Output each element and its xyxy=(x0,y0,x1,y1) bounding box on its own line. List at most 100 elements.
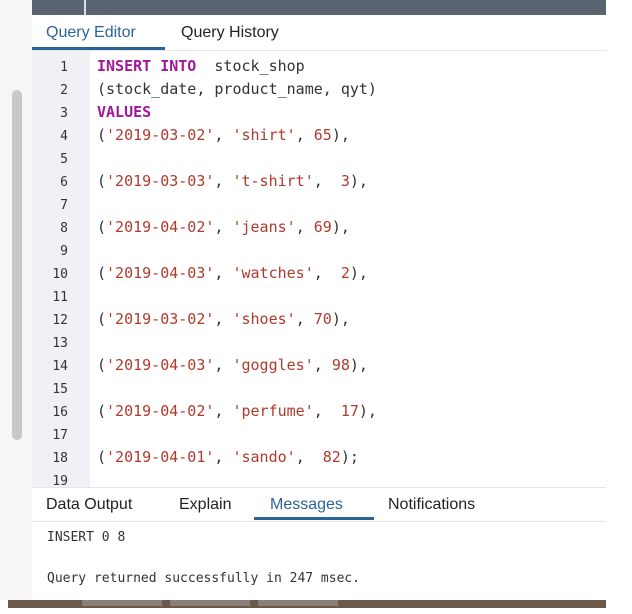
tab-messages[interactable]: Messages xyxy=(270,496,343,513)
sql-literal: 'jeans' xyxy=(232,218,296,236)
sql-text: ), xyxy=(331,218,350,236)
sql-text: , xyxy=(214,310,233,328)
tab-query-history[interactable]: Query History xyxy=(181,24,279,41)
sql-text: ( xyxy=(97,402,107,420)
line-number: 3 xyxy=(60,106,68,121)
sql-text: ), xyxy=(349,264,368,282)
line-number: 1 xyxy=(60,60,68,75)
line-number: 9 xyxy=(60,244,68,259)
sql-literal: '2019-04-03' xyxy=(106,264,215,282)
line-number: 12 xyxy=(52,313,68,328)
code-line: ('2019-03-02', 'shirt', 65), xyxy=(97,126,350,144)
sql-text: ( xyxy=(97,172,107,190)
sql-text: stock_shop xyxy=(196,57,305,75)
line-number: 7 xyxy=(60,198,68,213)
sql-text: , xyxy=(214,264,233,282)
line-number: 4 xyxy=(60,129,68,144)
sql-literal: '2019-03-03' xyxy=(106,172,215,190)
sql-literal: 'sando' xyxy=(232,448,296,466)
sql-literal: '2019-04-02' xyxy=(106,402,215,420)
sql-text: , xyxy=(214,356,233,374)
active-tab-indicator xyxy=(254,517,374,520)
sql-text: , xyxy=(214,402,233,420)
sql-text: ( xyxy=(97,218,107,236)
code-line: ('2019-04-03', 'goggles', 98), xyxy=(97,356,368,374)
line-number: 2 xyxy=(60,83,68,98)
sql-text: ( xyxy=(97,310,107,328)
sql-text: , xyxy=(295,218,314,236)
sql-literal: 69 xyxy=(313,218,332,236)
tab-query-editor[interactable]: Query Editor xyxy=(46,24,136,41)
sql-text: , xyxy=(214,172,233,190)
sql-text: , xyxy=(313,172,341,190)
tab-data-output[interactable]: Data Output xyxy=(46,496,133,513)
sql-literal: 'watches' xyxy=(232,264,314,282)
sql-text: ); xyxy=(340,448,359,466)
sql-text: (stock_date, product_name, qyt) xyxy=(97,80,377,98)
taskbar xyxy=(8,600,606,608)
code-line: INSERT INTO stock_shop xyxy=(97,57,305,75)
sql-literal: 't-shirt' xyxy=(232,172,314,190)
line-number: 17 xyxy=(52,428,68,443)
code-line: VALUES xyxy=(97,103,151,121)
sql-literal: '2019-04-03' xyxy=(106,356,215,374)
code-line: ('2019-04-02', 'perfume', 17), xyxy=(97,402,377,420)
sql-literal: 2 xyxy=(340,264,350,282)
sql-text: , xyxy=(313,402,341,420)
sql-literal: 65 xyxy=(313,126,332,144)
sql-text: , xyxy=(295,310,314,328)
sql-text: ), xyxy=(349,356,368,374)
sql-literal: '2019-03-02' xyxy=(106,310,215,328)
code-line: ('2019-04-02', 'jeans', 69), xyxy=(97,218,350,236)
sql-literal: 98 xyxy=(331,356,350,374)
line-number: 14 xyxy=(52,359,68,374)
toolbar xyxy=(32,0,606,15)
sql-text: , xyxy=(295,448,323,466)
sql-text: ), xyxy=(349,172,368,190)
sql-text: , xyxy=(313,264,341,282)
tab-explain[interactable]: Explain xyxy=(179,496,232,513)
sql-keyword: INSERT INTO xyxy=(97,57,197,75)
line-number: 16 xyxy=(52,405,68,420)
sql-literal: 'goggles' xyxy=(232,356,314,374)
line-number: 6 xyxy=(60,175,68,190)
sql-text: , xyxy=(295,126,314,144)
sql-text: , xyxy=(214,448,233,466)
line-number: 11 xyxy=(52,290,68,305)
sql-text: , xyxy=(214,218,233,236)
sql-keyword: VALUES xyxy=(97,103,152,121)
sql-text: ( xyxy=(97,356,107,374)
sql-literal: 'shirt' xyxy=(232,126,296,144)
line-number: 18 xyxy=(52,451,68,466)
sql-text: ( xyxy=(97,264,107,282)
sql-literal: 'perfume' xyxy=(232,402,314,420)
sql-literal: '2019-03-02' xyxy=(106,126,215,144)
sql-literal: 'shoes' xyxy=(232,310,296,328)
vertical-scrollbar[interactable] xyxy=(12,90,22,440)
message-result: INSERT 0 8 xyxy=(47,530,126,545)
sql-text: , xyxy=(214,126,233,144)
sql-literal: 17 xyxy=(340,402,359,420)
sql-text: ( xyxy=(97,448,107,466)
sql-literal: 3 xyxy=(340,172,350,190)
sql-literal: '2019-04-02' xyxy=(106,218,215,236)
active-tab-indicator xyxy=(32,47,165,50)
line-number: 10 xyxy=(52,267,68,282)
line-number: 15 xyxy=(52,382,68,397)
code-line: (stock_date, product_name, qyt) xyxy=(97,80,377,98)
line-number: 13 xyxy=(52,336,68,351)
editor-tabs: Query Editor Query History xyxy=(32,16,606,51)
sql-text: ), xyxy=(358,402,377,420)
tab-notifications[interactable]: Notifications xyxy=(388,496,476,513)
line-number: 8 xyxy=(60,221,68,236)
code-line: ('2019-04-01', 'sando', 82); xyxy=(97,448,359,466)
sql-text: ), xyxy=(331,126,350,144)
sql-literal: 82 xyxy=(322,448,341,466)
sql-literal: 70 xyxy=(313,310,332,328)
message-status: Query returned successfully in 247 msec. xyxy=(47,571,361,586)
sql-text: , xyxy=(313,356,332,374)
line-number: 5 xyxy=(60,152,68,167)
sql-text: ( xyxy=(97,126,107,144)
line-number: 19 xyxy=(52,474,68,489)
output-tabs: Data Output Explain Messages Notificatio… xyxy=(32,487,606,522)
